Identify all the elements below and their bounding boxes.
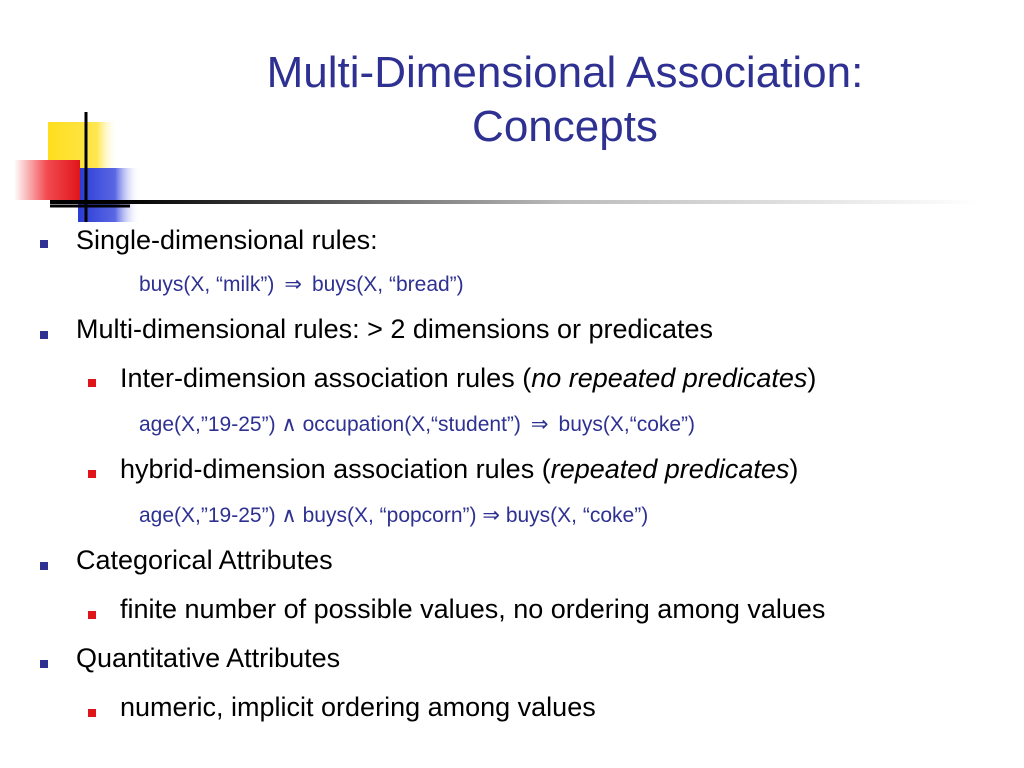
implies-icon: ⇒	[482, 504, 500, 527]
example-single-dimensional: buys(X, “milk”)⇒buys(X, “bread”)	[139, 273, 464, 296]
logical-and-icon: ∧	[281, 413, 297, 436]
bullet-square-icon	[88, 470, 96, 478]
bullet-square-icon	[40, 240, 48, 248]
title-line-1: Multi-Dimensional Association:	[266, 48, 864, 97]
logo-red-square	[14, 160, 80, 200]
logo-yellow-square	[48, 122, 118, 174]
bullet-single-dimensional: Single-dimensional rules:	[76, 225, 378, 255]
bullet-inter-dimension: Inter-dimension association rules (no re…	[120, 363, 817, 393]
bullet-categorical-detail: finite number of possible values, no ord…	[120, 594, 826, 624]
logo-blue-square	[78, 168, 140, 222]
bullet-quantitative-attributes: Quantitative Attributes	[76, 643, 341, 673]
bullet-multi-dimensional: Multi-dimensional rules: > 2 dimensions …	[76, 314, 714, 344]
example-hybrid-dimension: age(X,”19-25”) ∧ buys(X, “popcorn”) ⇒ bu…	[139, 504, 649, 527]
page-title: Multi-Dimensional Association: Concepts	[130, 46, 1000, 154]
title-divider	[50, 200, 980, 204]
implies-icon: ⇒	[530, 413, 549, 436]
bullet-square-icon	[40, 562, 48, 570]
bullet-square-icon	[88, 379, 96, 387]
bullet-square-icon	[40, 331, 48, 339]
bullet-categorical-attributes: Categorical Attributes	[76, 545, 333, 575]
logical-and-icon: ∧	[281, 504, 297, 527]
bullet-hybrid-dimension: hybrid-dimension association rules (repe…	[120, 454, 799, 484]
bullet-quantitative-detail: numeric, implicit ordering among values	[120, 692, 596, 722]
bullet-square-icon	[88, 709, 96, 717]
implies-icon: ⇒	[284, 273, 302, 296]
bullet-square-icon	[88, 611, 96, 619]
example-inter-dimension: age(X,”19-25”) ∧ occupation(X,“student”)…	[139, 413, 696, 436]
bullet-square-icon	[40, 660, 48, 668]
title-line-2: Concepts	[472, 102, 658, 151]
